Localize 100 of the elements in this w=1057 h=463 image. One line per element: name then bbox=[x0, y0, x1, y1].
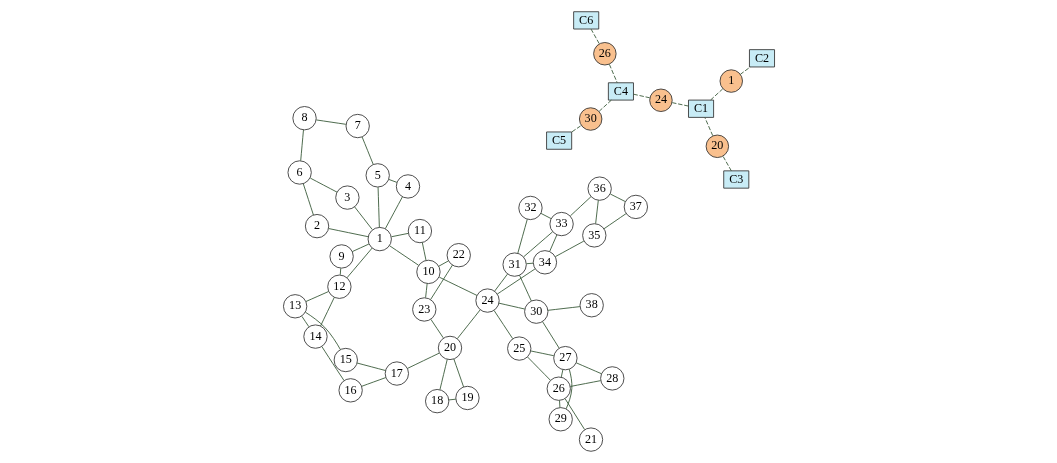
connector bbox=[456, 309, 481, 339]
connector bbox=[565, 368, 572, 410]
node-circle: 33 bbox=[548, 211, 574, 237]
node-circle: 20 bbox=[705, 134, 729, 158]
connector bbox=[516, 218, 528, 254]
connector bbox=[356, 362, 386, 371]
node-circle: 2 bbox=[304, 214, 329, 239]
node-circle: 21 bbox=[578, 427, 603, 452]
node-circle: 31 bbox=[502, 252, 527, 277]
node-box: C3 bbox=[722, 170, 749, 189]
node-circle: 24 bbox=[474, 288, 500, 313]
node-circle: 25 bbox=[506, 336, 531, 361]
connector bbox=[575, 362, 602, 375]
connector bbox=[598, 99, 612, 112]
node-circle: 27 bbox=[552, 346, 577, 371]
connector bbox=[346, 247, 373, 279]
node-circle: 20 bbox=[437, 335, 462, 361]
connector bbox=[703, 117, 713, 137]
node-box: C2 bbox=[748, 49, 775, 68]
connector bbox=[529, 350, 554, 357]
connector bbox=[319, 296, 335, 327]
node-circle: 23 bbox=[411, 297, 436, 322]
node-circle: 6 bbox=[287, 160, 312, 185]
connector bbox=[302, 183, 314, 216]
connector bbox=[299, 129, 304, 162]
connector bbox=[671, 102, 689, 107]
node-circle: 14 bbox=[302, 324, 328, 349]
connector bbox=[439, 359, 448, 391]
connector bbox=[320, 346, 344, 381]
node-circle: 38 bbox=[579, 293, 604, 318]
connector bbox=[447, 398, 456, 401]
connector bbox=[564, 398, 585, 430]
connector bbox=[609, 193, 626, 203]
node-circle: 8 bbox=[291, 106, 317, 131]
node-circle: 19 bbox=[454, 385, 480, 411]
connector bbox=[594, 199, 599, 225]
node-box: C6 bbox=[572, 11, 599, 30]
connector bbox=[304, 311, 341, 351]
node-circle: 16 bbox=[338, 378, 363, 403]
connector bbox=[424, 283, 428, 299]
node-box: C5 bbox=[545, 131, 572, 150]
node-circle: 13 bbox=[282, 294, 307, 319]
node-circle: 34 bbox=[532, 250, 557, 275]
connector bbox=[384, 196, 403, 230]
connector bbox=[547, 306, 580, 311]
connector bbox=[571, 125, 582, 133]
node-circle: 4 bbox=[395, 174, 420, 199]
connector bbox=[327, 228, 369, 238]
connector bbox=[309, 177, 337, 193]
node-circle: 11 bbox=[407, 218, 432, 244]
connector bbox=[304, 291, 329, 302]
connector bbox=[300, 315, 309, 328]
connector bbox=[548, 234, 557, 252]
node-circle: 15 bbox=[333, 347, 358, 373]
connector bbox=[351, 243, 369, 252]
connector bbox=[722, 155, 732, 172]
node-circle: 9 bbox=[329, 244, 354, 269]
node-circle: 17 bbox=[384, 361, 409, 386]
connector bbox=[525, 262, 533, 265]
node-circle: 32 bbox=[517, 195, 543, 221]
connector bbox=[709, 88, 723, 101]
connector bbox=[569, 196, 591, 217]
node-circle: 37 bbox=[623, 194, 648, 220]
node-box: C4 bbox=[607, 82, 634, 101]
connector bbox=[603, 213, 626, 230]
connector bbox=[429, 264, 453, 300]
connector bbox=[518, 274, 532, 302]
node-circle: 10 bbox=[415, 259, 441, 285]
connector bbox=[339, 267, 341, 276]
node-circle: 29 bbox=[548, 407, 573, 432]
node-circle: 12 bbox=[326, 274, 351, 299]
node-circle: 30 bbox=[578, 107, 602, 131]
connector bbox=[526, 356, 551, 381]
connector bbox=[406, 352, 440, 369]
connector bbox=[438, 276, 477, 296]
node-circle: 26 bbox=[592, 42, 617, 66]
node-circle: 24 bbox=[648, 88, 673, 112]
connector bbox=[353, 206, 373, 230]
node-circle: 22 bbox=[446, 243, 471, 268]
node-box: C1 bbox=[687, 99, 714, 118]
connector bbox=[452, 358, 464, 388]
connector bbox=[377, 186, 380, 228]
connector bbox=[361, 136, 374, 165]
node-circle: 18 bbox=[424, 389, 449, 414]
node-circle: 35 bbox=[581, 223, 606, 248]
node-circle: 26 bbox=[546, 376, 571, 401]
connector bbox=[496, 268, 535, 295]
connector bbox=[388, 179, 397, 183]
connector bbox=[522, 231, 553, 258]
connector bbox=[437, 260, 449, 267]
connector bbox=[558, 400, 560, 408]
connector bbox=[540, 212, 551, 220]
node-circle: 30 bbox=[523, 299, 548, 324]
node-circle: 1 bbox=[367, 227, 392, 252]
connector bbox=[569, 380, 601, 387]
connector bbox=[541, 321, 559, 349]
connector bbox=[590, 28, 600, 45]
connector bbox=[390, 232, 409, 238]
connector bbox=[421, 242, 426, 261]
connector bbox=[554, 240, 584, 258]
